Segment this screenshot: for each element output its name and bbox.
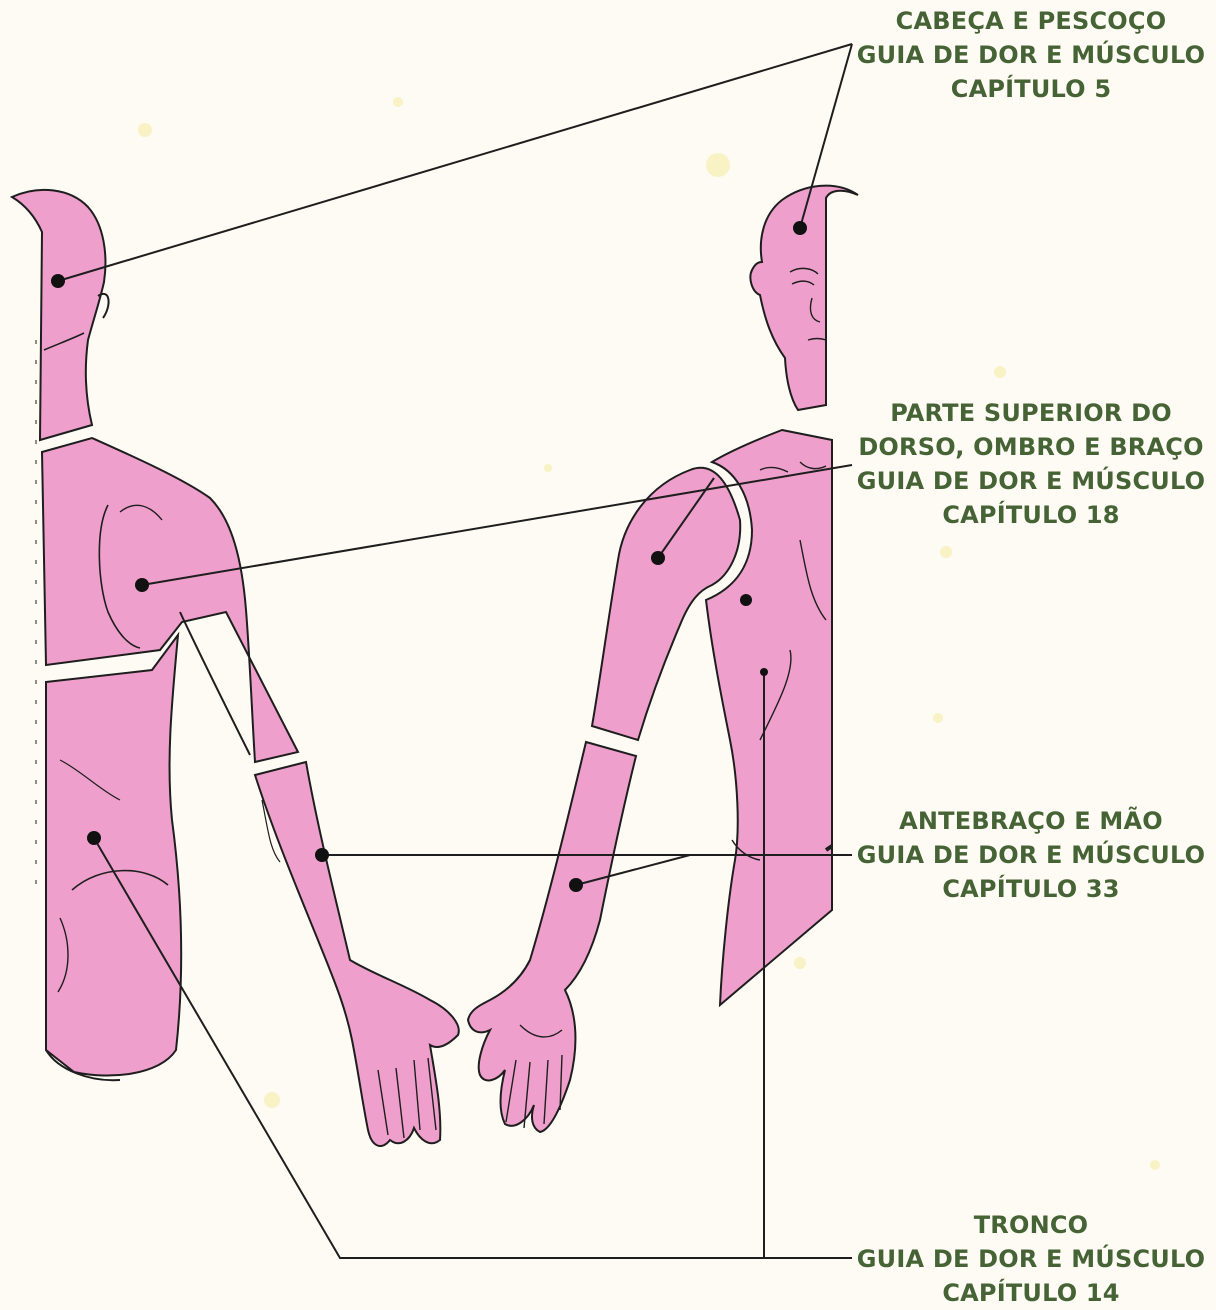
dot-head-front [793, 221, 807, 235]
front-figure [468, 186, 858, 1132]
front-head-region [750, 186, 858, 410]
back-figure [12, 190, 459, 1146]
dot-upper-back [135, 578, 149, 592]
label-forearm-hand: ANTEBRAÇO E MÃO GUIA DE DOR E MÚSCULO CA… [846, 804, 1216, 906]
label-head-neck-line-1: CABEÇA E PESCOÇO [846, 4, 1216, 38]
dot-forearm-front [569, 878, 583, 892]
label-upper-back: PARTE SUPERIOR DO DORSO, OMBRO E BRAÇO G… [846, 396, 1216, 532]
dot-forearm-back [315, 848, 329, 862]
label-head-neck-line-3: CAPÍTULO 5 [846, 72, 1216, 106]
label-forearm-hand-line-1: ANTEBRAÇO E MÃO [846, 804, 1216, 838]
dot-trunk-front [760, 668, 768, 676]
label-upper-back-line-1: PARTE SUPERIOR DO [846, 396, 1216, 430]
label-forearm-hand-line-3: CAPÍTULO 33 [846, 872, 1216, 906]
back-lower-region [46, 635, 181, 1076]
dot-head-back [51, 274, 65, 288]
back-head-region [12, 190, 105, 440]
back-forearm-region [255, 762, 459, 1146]
dot-trunk-back [87, 831, 101, 845]
label-trunk-line-1: TRONCO [846, 1208, 1216, 1242]
dot-chest [740, 594, 752, 606]
front-forearm-region [468, 742, 636, 1132]
label-forearm-hand-line-2: GUIA DE DOR E MÚSCULO [846, 838, 1216, 872]
label-head-neck: CABEÇA E PESCOÇO GUIA DE DOR E MÚSCULO C… [846, 4, 1216, 106]
label-head-neck-line-2: GUIA DE DOR E MÚSCULO [846, 38, 1216, 72]
label-trunk: TRONCO GUIA DE DOR E MÚSCULO CAPÍTULO 14 [846, 1208, 1216, 1310]
leader-head-back [58, 44, 852, 281]
label-upper-back-line-4: CAPÍTULO 18 [846, 498, 1216, 532]
label-trunk-line-2: GUIA DE DOR E MÚSCULO [846, 1242, 1216, 1276]
label-upper-back-line-2: DORSO, OMBRO E BRAÇO [846, 430, 1216, 464]
label-upper-back-line-3: GUIA DE DOR E MÚSCULO [846, 464, 1216, 498]
dot-upper-front [651, 551, 665, 565]
